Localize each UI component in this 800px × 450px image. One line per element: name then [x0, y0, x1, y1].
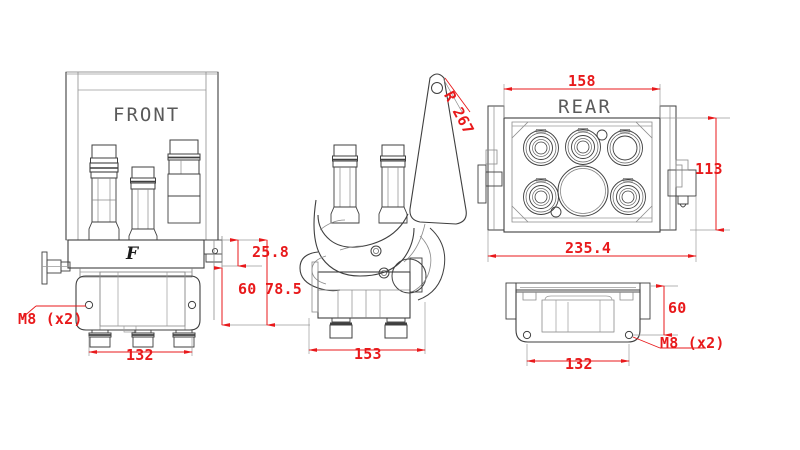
- bottom-view-dimensions: [526, 284, 706, 366]
- front-view-geometry: [41, 71, 223, 348]
- bottom-view-geometry: [505, 282, 651, 343]
- side-view-dimensions: [308, 77, 471, 354]
- dim-bottom-width: 132: [565, 355, 593, 373]
- dim-bottom-height: 60: [668, 299, 687, 317]
- side-view-geometry: [299, 73, 467, 339]
- dim-front-width: 132: [126, 346, 154, 364]
- dim-front-m8-note: M8 (x2): [18, 310, 83, 328]
- rear-view-label: REAR: [558, 96, 612, 118]
- dim-front-78-5: 78.5: [265, 280, 302, 298]
- dim-rear-height: 113: [695, 160, 723, 178]
- dim-front-60: 60: [238, 280, 257, 298]
- front-view-label: FRONT: [113, 104, 181, 126]
- dim-side-width: 153: [354, 345, 382, 363]
- rear-view-geometry: [477, 105, 697, 233]
- dim-rear-inner-width: 158: [568, 72, 596, 90]
- dim-rear-outer-width: 235.4: [565, 239, 612, 257]
- dim-front-25-8: 25.8: [252, 243, 289, 261]
- front-view-dimensions: [21, 238, 310, 356]
- front-brand-mark: F: [126, 244, 139, 264]
- dim-bottom-m8-note: M8 (x2): [660, 334, 725, 352]
- rear-view-dimensions: [487, 84, 730, 262]
